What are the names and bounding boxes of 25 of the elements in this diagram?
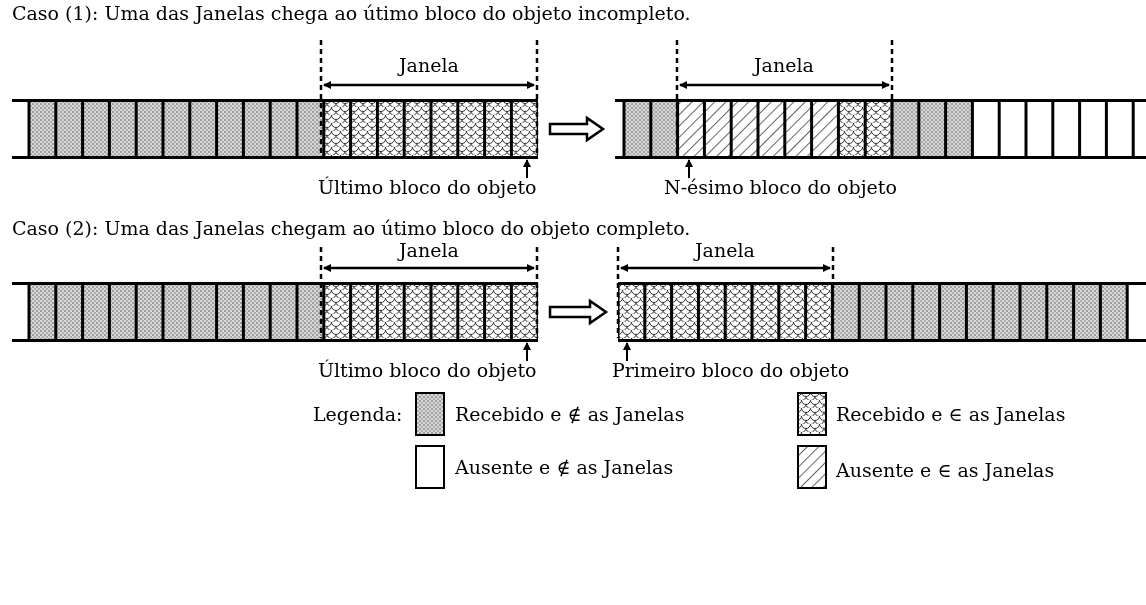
legend-text: Recebido e ∉ as Janelas	[455, 404, 685, 425]
window-label: Janela	[695, 240, 755, 261]
block-strip	[12, 282, 538, 342]
block-strip	[618, 282, 1146, 342]
window-label: Janela	[399, 55, 459, 76]
window-label: Janela	[399, 240, 459, 261]
block-caption: Primeiro bloco do objeto	[612, 360, 850, 381]
leader-line	[523, 159, 531, 179]
legend-title: Legenda:	[313, 404, 403, 425]
block-strip	[615, 99, 1146, 159]
legend-text: Ausente e ∉ as Janelas	[455, 457, 674, 478]
leader-line	[623, 342, 631, 362]
caption-text: Caso (1): Uma das Janelas chega ao útimo bloco do objeto incompleto.	[12, 3, 691, 24]
window-label: Janela	[754, 55, 814, 76]
block-caption: N-ésimo bloco do objeto	[664, 177, 897, 198]
block-arrow	[548, 115, 606, 143]
block-strip	[12, 99, 538, 159]
legend-text: Recebido e ∈ as Janelas	[836, 404, 1066, 425]
block-arrow	[548, 298, 609, 326]
legend-text: Ausente e ∈ as Janelas	[836, 460, 1055, 481]
leader-line	[685, 159, 693, 179]
block-caption: Último bloco do objeto	[318, 360, 537, 381]
caption-text: Caso (2): Uma das Janelas chegam ao útimo bloco do objeto completo.	[12, 218, 691, 239]
block-caption: Último bloco do objeto	[318, 177, 537, 198]
leader-line	[523, 342, 531, 362]
